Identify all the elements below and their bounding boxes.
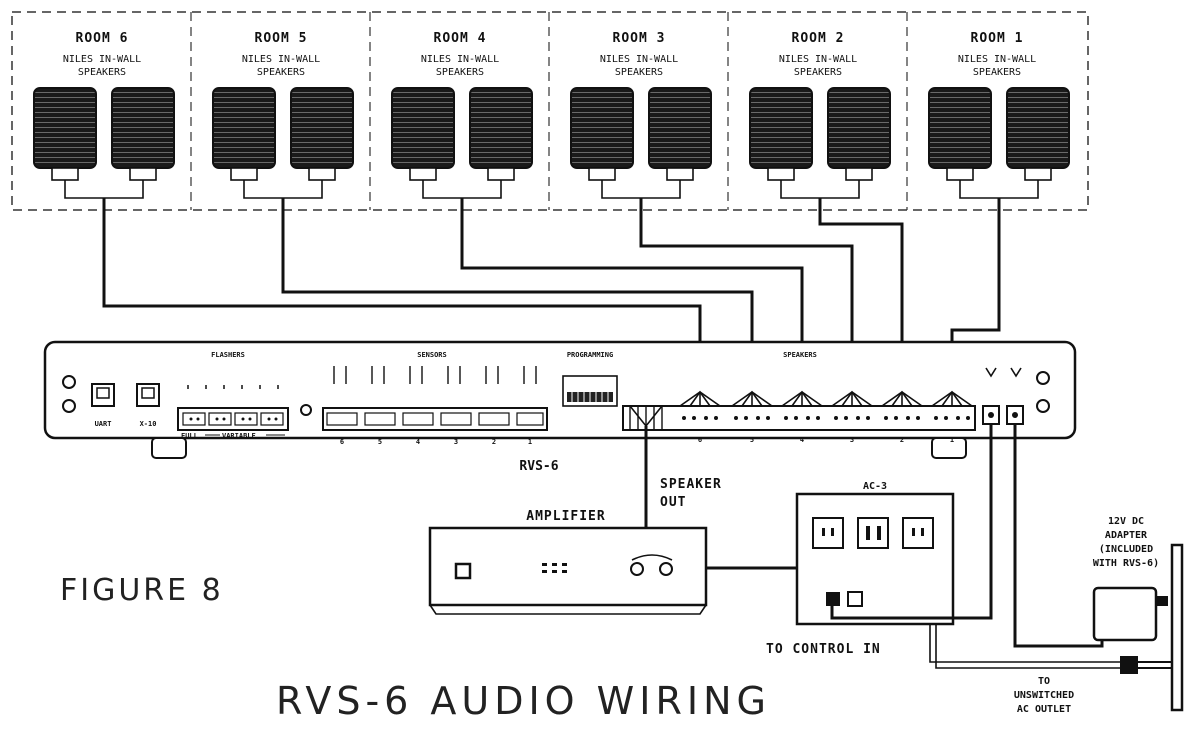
control-in-label: TO CONTROL IN	[766, 642, 881, 657]
speaker-right	[290, 87, 354, 169]
speaker-out-line1: SPEAKER	[660, 477, 722, 492]
x10-label: X-10	[140, 420, 157, 428]
room-title: ROOM 3	[613, 31, 666, 46]
room-subtitle-line1: NILES IN-WALL	[421, 54, 499, 65]
adapter-wire	[1013, 424, 1104, 648]
room-subtitle-line2: SPEAKERS	[257, 67, 305, 78]
outlet-line2: UNSWITCHED	[1014, 690, 1074, 701]
speaker-number: 5	[750, 436, 754, 444]
rooms-panel: ROOM 6 NILES IN-WALL SPEAKERS ROOM 5 NIL…	[11, 11, 1089, 211]
variable-label: VARIABLE	[222, 432, 256, 440]
room-title: ROOM 4	[434, 31, 487, 46]
rvs-6-unit: FLASHERS SENSORS PROGRAMMING SPEAKERS UA…	[43, 340, 1077, 474]
room-subtitle-line2: SPEAKERS	[78, 67, 126, 78]
dc-adapter: 12V DC ADAPTER (INCLUDED WITH RVS-6)	[1092, 516, 1184, 712]
sensor-number: 4	[416, 438, 420, 446]
amplifier: AMPLIFIER	[428, 509, 708, 615]
outlet-line3: AC OUTLET	[1017, 704, 1071, 715]
outlet-line1: TO	[1038, 676, 1050, 687]
ac-plug	[1120, 656, 1138, 674]
outlet-3[interactable]	[902, 517, 934, 549]
room-subtitle-line1: NILES IN-WALL	[779, 54, 857, 65]
room-subtitle-line2: SPEAKERS	[973, 67, 1021, 78]
figure-label: FIGURE 8	[60, 573, 224, 608]
speaker-left	[928, 87, 992, 169]
sensor-terminals	[322, 407, 548, 431]
full-label: FULL	[181, 432, 198, 440]
ac3-label: AC-3	[863, 481, 887, 492]
speaker-out-line2: OUT	[660, 495, 686, 510]
adapter-line3: (INCLUDED	[1099, 544, 1153, 555]
room-subtitle-line2: SPEAKERS	[615, 67, 663, 78]
adapter-line2: ADAPTER	[1105, 530, 1148, 541]
rvs6-model-label: RVS-6	[519, 459, 558, 474]
room-subtitle-line1: NILES IN-WALL	[63, 54, 141, 65]
speaker-left	[212, 87, 276, 169]
control-wire	[830, 424, 993, 620]
amp-knob-right[interactable]	[659, 562, 673, 576]
room-subtitle-line2: SPEAKERS	[794, 67, 842, 78]
ac-3-unit: AC-3	[795, 481, 955, 626]
room-title: ROOM 1	[971, 31, 1024, 46]
sensor-number: 3	[454, 438, 458, 446]
room-subtitle-line2: SPEAKERS	[436, 67, 484, 78]
speaker-right	[111, 87, 175, 169]
speaker-number: 6	[698, 436, 702, 444]
amplifier-label: AMPLIFIER	[526, 509, 605, 524]
room-subtitle-line1: NILES IN-WALL	[600, 54, 678, 65]
speaker-left	[33, 87, 97, 169]
room-2: ROOM 2 NILES IN-WALL SPEAKERS	[749, 31, 891, 199]
room-5: ROOM 5 NILES IN-WALL SPEAKERS	[212, 31, 354, 199]
programming-dip-switch[interactable]	[562, 375, 618, 407]
outlet-1[interactable]	[812, 517, 844, 549]
speaker-left	[391, 87, 455, 169]
speaker-number: 3	[850, 436, 854, 444]
power-button[interactable]	[454, 562, 472, 580]
speaker-number: 4	[800, 436, 804, 444]
speakers-label: SPEAKERS	[783, 351, 817, 359]
room-title: ROOM 5	[255, 31, 308, 46]
sensors-label: SENSORS	[417, 351, 447, 359]
wall-outlet	[1170, 543, 1184, 712]
room-title: ROOM 6	[76, 31, 129, 46]
speaker-right	[827, 87, 891, 169]
diagram-title: RVS-6 AUDIO WIRING	[276, 679, 771, 723]
room-1: ROOM 1 NILES IN-WALL SPEAKERS	[928, 31, 1070, 199]
room-subtitle-line1: NILES IN-WALL	[242, 54, 320, 65]
room-4: ROOM 4 NILES IN-WALL SPEAKERS	[391, 31, 533, 199]
uart-label: UART	[95, 420, 112, 428]
sensor-number: 2	[492, 438, 496, 446]
speaker-right	[469, 87, 533, 169]
speaker-left	[570, 87, 634, 169]
programming-label: PROGRAMMING	[567, 351, 613, 359]
sensor-number: 5	[378, 438, 382, 446]
room-title: ROOM 2	[792, 31, 845, 46]
sensor-number: 6	[340, 438, 344, 446]
adapter-line4: WITH RVS-6)	[1093, 558, 1159, 569]
room-6: ROOM 6 NILES IN-WALL SPEAKERS	[33, 31, 175, 199]
speaker-right	[1006, 87, 1070, 169]
speaker-number: 2	[900, 436, 904, 444]
speaker-right	[648, 87, 712, 169]
speaker-left	[749, 87, 813, 169]
room-subtitle-line1: NILES IN-WALL	[958, 54, 1036, 65]
amp-knob-left[interactable]	[630, 562, 644, 576]
sensor-number: 1	[528, 438, 532, 446]
flashers-label: FLASHERS	[211, 351, 245, 359]
speaker-number: 1	[950, 436, 954, 444]
adapter-line1: 12V DC	[1108, 516, 1144, 527]
flasher-terminals	[177, 407, 289, 431]
flasher-knob[interactable]	[300, 404, 312, 416]
outlet-2[interactable]	[857, 517, 889, 549]
speaker-terminals	[622, 390, 976, 431]
control-in-jack[interactable]	[826, 592, 840, 606]
room-3: ROOM 3 NILES IN-WALL SPEAKERS	[570, 31, 712, 199]
